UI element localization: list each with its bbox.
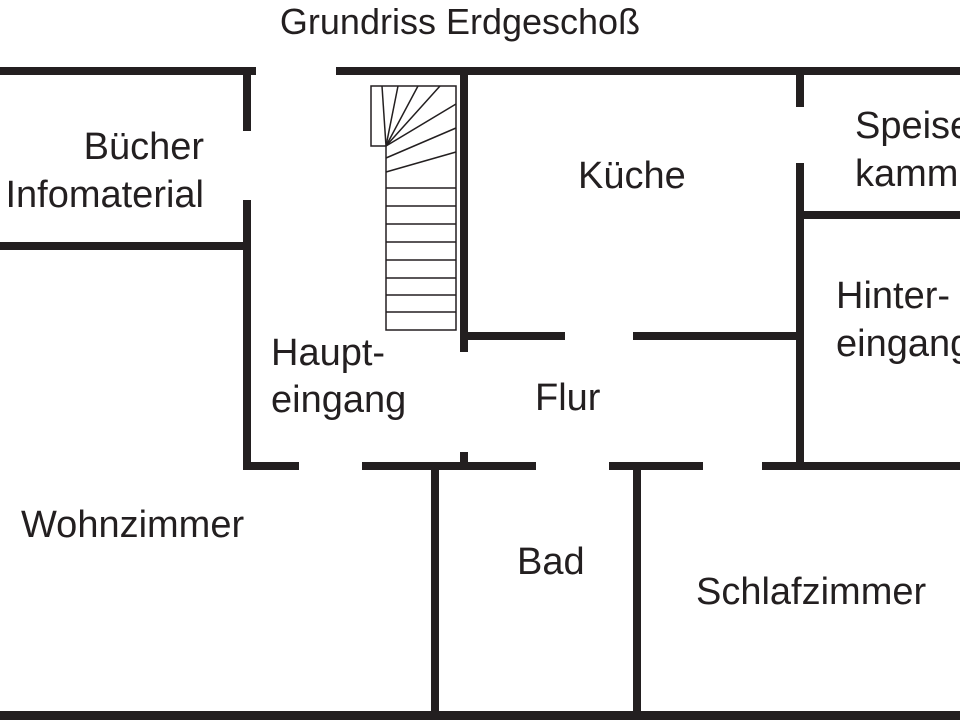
room-label-kueche: Küche: [578, 155, 686, 197]
room-label-bad: Bad: [517, 541, 585, 583]
room-label-hintereingang-1: Hinter-: [836, 275, 951, 317]
room-label-buecher: Bücher: [83, 126, 204, 168]
wall: [460, 332, 565, 340]
wall: [431, 462, 439, 720]
room-label-infomaterial: Infomaterial: [5, 174, 204, 216]
room-label-haupteingang-2: eingang: [271, 379, 407, 421]
wall: [460, 75, 468, 352]
room-label-wohnzimmer: Wohnzimmer: [21, 504, 245, 546]
stair-step: [385, 85, 419, 147]
wall: [609, 462, 703, 470]
wall: [633, 332, 803, 340]
room-label-speisekammer-1: Speise-: [855, 105, 960, 147]
wall: [460, 452, 468, 464]
room-label-schlafzimmer: Schlafzimmer: [696, 571, 927, 613]
stair-step: [381, 85, 387, 147]
room-label-speisekammer-2: kammer: [855, 153, 960, 195]
wall: [243, 200, 251, 470]
wall: [796, 211, 960, 219]
wall: [633, 462, 641, 720]
wall: [0, 242, 251, 250]
plan-title: Grundriss Erdgeschoß: [279, 1, 641, 42]
wall: [0, 711, 960, 720]
wall: [243, 67, 251, 131]
stair-step: [385, 85, 399, 147]
room-label-hintereingang-2: eingang: [836, 323, 960, 365]
room-label-haupteingang-1: Haupt-: [271, 332, 386, 374]
staircase: [370, 85, 457, 331]
wall: [362, 462, 536, 470]
stair-step: [385, 151, 457, 173]
stair-step: [385, 127, 457, 159]
wall: [336, 67, 960, 75]
room-label-flur: Flur: [535, 377, 601, 419]
wall: [762, 462, 960, 470]
wall: [796, 163, 804, 470]
stair-step: [385, 85, 441, 147]
wall: [0, 67, 256, 75]
wall: [243, 462, 299, 470]
wall: [796, 67, 804, 107]
stair-outline: [370, 85, 457, 331]
stair-step: [385, 103, 457, 147]
